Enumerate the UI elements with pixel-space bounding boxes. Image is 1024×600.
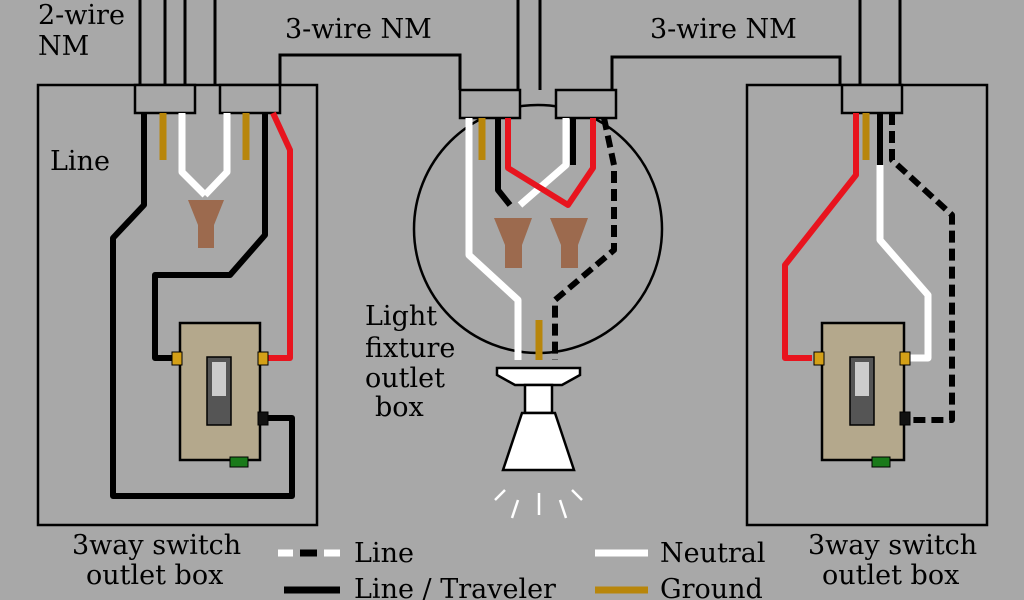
terminal-left-traveler-a xyxy=(171,351,183,366)
label-fixture-line2: fixture xyxy=(365,333,455,364)
terminal-right-ground xyxy=(871,456,891,468)
neutral-left-a xyxy=(178,113,208,198)
switched-line-right xyxy=(889,113,955,423)
bulb-glass xyxy=(501,411,576,472)
label-fixture-line1: Light xyxy=(365,301,437,332)
cable-3wire-left xyxy=(278,53,462,90)
wire-nut-left xyxy=(188,200,224,248)
label-left-box-line1: 3way switch xyxy=(72,530,241,561)
line-hot-left xyxy=(110,113,295,499)
labels: 2-wire NM 3-wire NM 3-wire NM Line Light… xyxy=(38,0,977,591)
legend-item-neutral: Neutral xyxy=(595,538,765,569)
ray-left xyxy=(494,489,506,501)
traveler-red-right xyxy=(782,113,859,361)
legend-label-neutral: Neutral xyxy=(660,538,765,569)
traveler-white-right xyxy=(876,165,932,362)
left-box-wires xyxy=(110,111,295,499)
left-switch-toggle xyxy=(212,362,226,396)
left-switch xyxy=(171,321,269,468)
ray-left-low xyxy=(510,499,520,519)
traveler-red-fixture xyxy=(505,118,596,208)
clamp-left-b xyxy=(218,83,282,115)
terminal-left-traveler-b xyxy=(257,351,269,366)
label-right-box-line1: 3way switch xyxy=(808,530,977,561)
cable-clamps xyxy=(133,83,904,120)
label-fixture-line3: outlet xyxy=(365,363,445,394)
label-2wire-line1: 2-wire xyxy=(38,0,125,31)
label-2wire-line2: NM xyxy=(38,31,89,62)
legend: Line Line / Traveler Neutral Ground xyxy=(278,538,765,600)
terminal-right-common xyxy=(899,411,911,426)
switched-line-fixture xyxy=(552,117,617,360)
clamp-left-a xyxy=(133,83,197,115)
cable-2wire-left xyxy=(138,0,167,85)
neutral-fixture-lamp xyxy=(465,118,522,360)
legend-label-line-traveler: Line / Traveler xyxy=(354,574,556,600)
wire-nut-fixture-left xyxy=(494,218,532,268)
light-bulb xyxy=(494,366,583,519)
label-line: Line xyxy=(50,146,110,177)
traveler-black-left xyxy=(152,113,268,361)
legend-item-line-traveler: Line / Traveler xyxy=(284,574,556,600)
legend-item-line: Line xyxy=(278,538,414,569)
bulb-socket xyxy=(523,383,554,415)
fixture-box-wires xyxy=(465,117,617,360)
terminal-left-common xyxy=(257,411,269,426)
legend-item-ground: Ground xyxy=(595,574,763,600)
ray-right xyxy=(571,489,583,501)
cable-3wire-right xyxy=(610,55,842,90)
terminal-right-traveler-b xyxy=(899,351,911,366)
label-3wire-right: 3-wire NM xyxy=(650,14,797,45)
cable-fixture-top xyxy=(516,0,542,90)
terminal-left-ground xyxy=(229,456,249,468)
right-box-wires xyxy=(782,113,955,423)
cable-2wire-right xyxy=(183,0,217,85)
traveler-red-left xyxy=(265,111,293,361)
clamp-right xyxy=(840,83,904,115)
label-right-box-line2: outlet box xyxy=(822,560,959,591)
nm-cables xyxy=(138,0,902,90)
right-switch xyxy=(813,321,911,468)
bulb-rays xyxy=(494,489,583,519)
neutral-left-b xyxy=(202,113,231,198)
right-switch-toggle xyxy=(855,362,869,396)
neutral-fixture-splice xyxy=(517,118,570,208)
label-3wire-left: 3-wire NM xyxy=(285,14,432,45)
label-left-box-line2: outlet box xyxy=(86,560,223,591)
traveler-black-fixture-in xyxy=(495,118,513,207)
terminal-right-traveler-a xyxy=(813,351,825,366)
fixture-outlet-box xyxy=(412,103,664,355)
wire-nut-fixture-right xyxy=(550,218,588,268)
cable-right-top xyxy=(858,0,902,85)
ray-right-low xyxy=(558,499,568,519)
left-switch-body xyxy=(178,321,262,462)
clamp-fixture-b xyxy=(554,88,618,120)
clamp-fixture-a xyxy=(458,88,522,120)
legend-label-line: Line xyxy=(354,538,414,569)
legend-label-ground: Ground xyxy=(660,574,763,600)
bulb-canopy xyxy=(495,366,582,387)
label-fixture-line4: box xyxy=(375,392,424,423)
